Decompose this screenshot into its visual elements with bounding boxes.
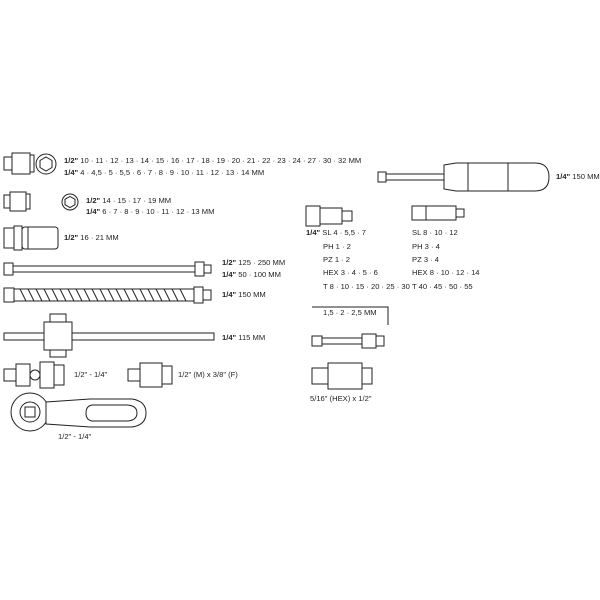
extension-label-2: 1/4" 50 · 100 MM bbox=[222, 270, 281, 279]
bit-adapter-icon bbox=[311, 362, 373, 390]
bits-right-label-2: PH 3 · 4 bbox=[412, 242, 440, 251]
ratchet-icon bbox=[10, 392, 147, 432]
bits-right-label-4: HEX 8 · 10 · 12 · 14 bbox=[412, 268, 480, 277]
extension-label-1: 1/2" 125 · 250 MM bbox=[222, 258, 286, 267]
bit-right-icon bbox=[411, 205, 465, 221]
hex-key-icon bbox=[312, 306, 389, 325]
spark-plug-label: 1/2" 16 · 21 MM bbox=[64, 233, 119, 242]
adapter-label: 1/2" (M) x 3/8" (F) bbox=[178, 370, 238, 379]
socket-medium-icon bbox=[3, 191, 31, 212]
bits-left-label-4: HEX 3 · 4 · 5 · 6 bbox=[323, 268, 378, 277]
screwdriver-label: 1/4" 150 MM bbox=[556, 172, 600, 181]
bit-adapter-bar-icon bbox=[311, 333, 385, 349]
extension-bar-icon bbox=[3, 261, 212, 277]
bits-left-label-3: PZ 1 · 2 bbox=[323, 255, 351, 264]
flex-extension-label: 1/4" 150 MM bbox=[222, 290, 266, 299]
spark-plug-socket-icon bbox=[3, 225, 59, 251]
bit-holder-left-icon bbox=[305, 205, 353, 227]
sockets-a-label-1: 1/2" 10 · 11 · 12 · 13 · 14 · 15 · 16 · … bbox=[64, 156, 362, 165]
universal-joint-label: 1/2" - 1/4" bbox=[74, 370, 108, 379]
bit-adapter-label: 5/16" (HEX) x 1/2" bbox=[310, 394, 372, 403]
socket-hex-end-icon bbox=[35, 153, 57, 175]
adapter-icon bbox=[127, 362, 173, 388]
socket-hex-end-small-icon bbox=[61, 193, 79, 211]
sliding-t-bar-icon bbox=[3, 313, 215, 358]
screwdriver-icon bbox=[377, 162, 550, 192]
bits-left-label-2: PH 1 · 2 bbox=[323, 242, 351, 251]
flexible-extension-icon bbox=[3, 286, 212, 304]
sockets-b-label-2: 1/4" 6 · 7 · 8 · 9 · 10 · 11 · 12 · 13 M… bbox=[86, 207, 215, 216]
universal-joint-icon bbox=[3, 361, 65, 389]
bits-right-label-5: T 40 · 45 · 50 · 55 bbox=[412, 282, 473, 291]
bits-left-label-1: 1/4" SL 4 · 5,5 · 7 bbox=[306, 228, 366, 237]
bits-left-label-5: T 8 · 10 · 15 · 20 · 25 · 30 bbox=[323, 282, 410, 291]
sockets-a-label-2: 1/4" 4 · 4,5 · 5 · 5,5 · 6 · 7 · 8 · 9 ·… bbox=[64, 168, 265, 177]
hex-keys-label: 1,5 · 2 · 2,5 MM bbox=[323, 308, 377, 317]
sockets-b-label-1: 1/2" 14 · 15 · 17 · 19 MM bbox=[86, 196, 172, 205]
t-bar-label: 1/4" 115 MM bbox=[222, 333, 266, 342]
bits-right-label-3: PZ 3 · 4 bbox=[412, 255, 440, 264]
socket-short-icon bbox=[3, 152, 35, 175]
bits-right-label-1: SL 8 · 10 · 12 bbox=[412, 228, 458, 237]
ratchet-label: 1/2" - 1/4" bbox=[58, 432, 92, 441]
